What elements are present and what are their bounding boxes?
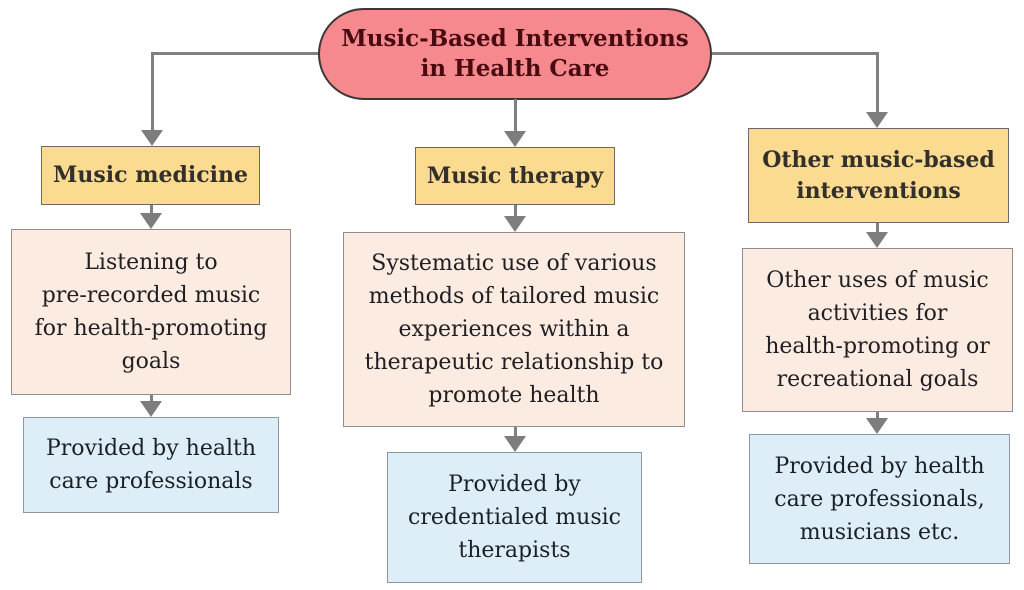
arrow-down-icon: [504, 436, 526, 452]
connector-vertical: [876, 223, 879, 234]
connector-left-horizontal: [151, 52, 318, 55]
music-therapy-provider-box: Provided by credentialed music therapist…: [387, 452, 642, 583]
connector-vertical: [150, 205, 153, 216]
connector-vertical: [514, 427, 517, 439]
connector-vertical: [514, 205, 517, 218]
connector-vertical: [876, 412, 879, 421]
music-therapy-description-box: Systematic use of various methods of tai…: [343, 232, 685, 427]
arrow-down-icon: [140, 401, 162, 417]
arrow-down-icon: [504, 216, 526, 232]
connector-right-vertical: [876, 52, 879, 114]
music-therapy-heading-box: Music therapy: [415, 147, 615, 205]
music-medicine-description-box: Listening to pre-recorded music for heal…: [11, 229, 291, 395]
arrow-down-icon: [140, 213, 162, 229]
arrow-down-icon: [866, 232, 888, 248]
other-interventions-heading-box: Other music-based interventions: [748, 128, 1009, 223]
music-medicine-heading-box: Music medicine: [41, 146, 260, 205]
arrow-down-icon: [504, 131, 526, 147]
connector-vertical: [150, 395, 153, 404]
arrow-down-icon: [866, 418, 888, 434]
music-medicine-provider-box: Provided by health care professionals: [23, 417, 279, 513]
arrow-down-icon: [141, 130, 163, 146]
connector-right-horizontal: [712, 52, 878, 55]
arrow-down-icon: [866, 112, 888, 128]
other-interventions-description-box: Other uses of music activities for healt…: [742, 248, 1013, 412]
connector-left-vertical: [151, 52, 154, 132]
connector-middle-vertical: [514, 99, 517, 133]
root-node-title: Music-Based Interventions in Health Care: [318, 8, 712, 100]
other-interventions-provider-box: Provided by health care professionals, m…: [749, 434, 1010, 564]
